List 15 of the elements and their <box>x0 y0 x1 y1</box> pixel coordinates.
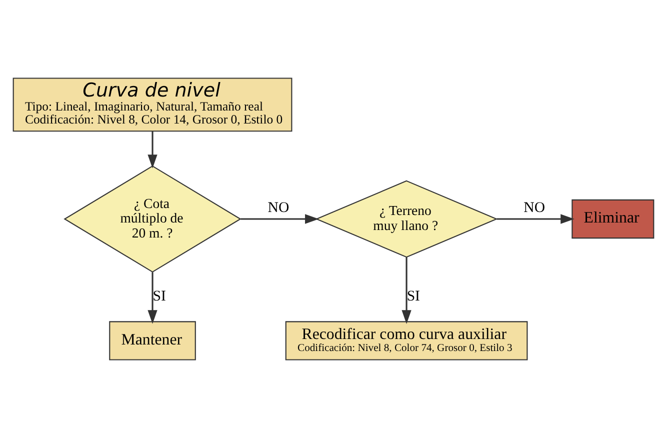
arrow <box>240 214 319 224</box>
node-diamond: ¿ Cota múltiplo de 20 m. ? <box>64 165 242 273</box>
node-box: Eliminar <box>572 199 654 239</box>
edge-label: NO <box>268 200 290 216</box>
node-box: Mantener <box>109 321 196 360</box>
node-box: Recodificar como curva auxiliar Codificación: Nivel 8, Color 74, Grosor 0, Estilo 3 <box>285 321 528 360</box>
edge-label: SI <box>406 288 420 305</box>
edge-label: NO <box>524 200 546 216</box>
edge-label: SI <box>152 288 166 305</box>
arrow <box>148 272 158 324</box>
arrow <box>496 214 574 224</box>
node-diamond: ¿ Terreno muy llano ? <box>315 180 498 258</box>
arrow <box>402 257 412 324</box>
node-box: Curva de nivel Tipo: Lineal, Imaginario, Natural, Tamaño real Codificación: Nivel 8, Color 14, Grosor 0, Estilo 0 <box>12 78 292 132</box>
arrow <box>148 131 158 168</box>
